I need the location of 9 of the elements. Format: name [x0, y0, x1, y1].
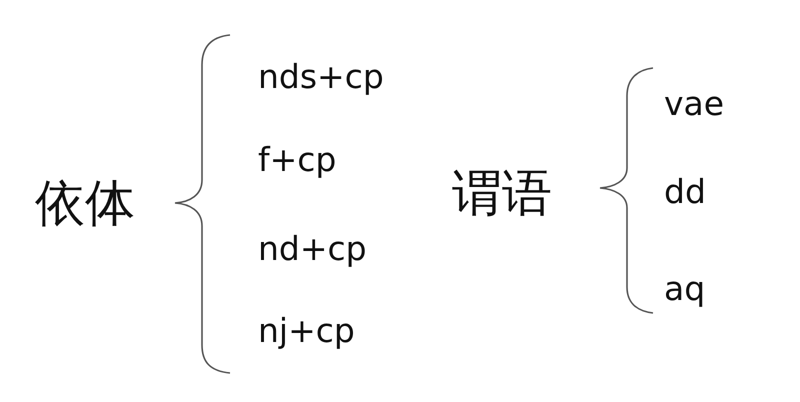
item-label: vae	[664, 84, 724, 124]
item-label: aq	[664, 269, 706, 309]
category-label: 依体	[35, 173, 135, 233]
item-label: nds+cp	[258, 57, 384, 97]
item-label: dd	[664, 172, 706, 212]
item-label: nj+cp	[258, 311, 355, 351]
item-label: nd+cp	[258, 229, 367, 269]
item-label: f+cp	[258, 140, 336, 180]
category-label: 谓语	[452, 163, 552, 223]
